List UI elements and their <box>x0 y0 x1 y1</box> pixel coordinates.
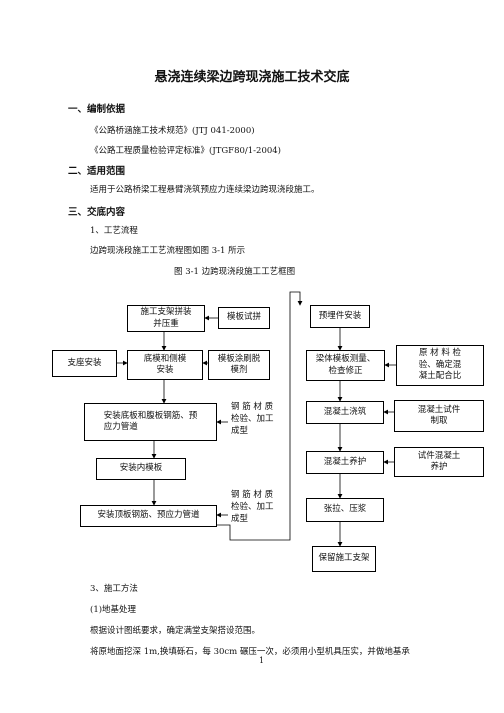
scope-text: 适用于公路桥梁工程悬臂浇筑预应力连续梁边跨现浇段施工。 <box>90 185 320 195</box>
box-formwork-trial: 模板试拼 <box>218 307 270 329</box>
sub-foundation-treatment: (1)地基处理 <box>90 605 137 615</box>
subsection-process-flow: 1、工艺流程 <box>90 226 138 236</box>
box-embedded-parts: 预埋件安装 <box>310 305 370 328</box>
section-3-heading: 三、交底内容 <box>68 207 126 218</box>
text-rebar-inspection-2: 钢 筋 材 质检验、加工成型 <box>231 490 274 524</box>
text-rebar-inspection-1: 钢 筋 材 质检验、加工成型 <box>231 402 274 436</box>
box-release-agent: 模板涂刷脱模剂 <box>208 350 270 380</box>
box-top-slab-rebar: 安装顶板钢筋、预应力管道 <box>80 505 217 527</box>
box-retain-support: 保留施工支架 <box>312 546 376 572</box>
reference-2: 《公路工程质量检验评定标准》(JTGF80/1-2004) <box>90 146 281 156</box>
reference-1: 《公路桥涵施工技术规范》(JTJ 041-2000) <box>90 126 255 136</box>
box-formwork-survey: 梁体模板测量、检查修正 <box>306 350 385 381</box>
box-concrete-specimen: 混凝土试件制取 <box>394 400 484 432</box>
box-material-inspection: 原 材 料 检验、确定混凝土配合比 <box>396 345 484 386</box>
box-bottom-side-formwork: 底模和侧模安装 <box>127 350 203 380</box>
box-specimen-curing: 试件混凝土养护 <box>394 447 484 477</box>
box-bearing-install: 支座安装 <box>52 350 117 377</box>
section-2-heading: 二、适用范围 <box>68 166 126 177</box>
section-1-heading: 一、编制依据 <box>68 104 126 115</box>
figure-caption: 图 3-1 边跨现浇段施工工艺框图 <box>174 267 296 277</box>
box-bottom-web-rebar: 安装底板和腹板钢筋、预应力管道 <box>84 403 217 441</box>
box-concrete-pour: 混凝土浇筑 <box>306 401 384 424</box>
flow-intro-text: 边跨现浇段施工工艺流程图如图 3-1 所示 <box>90 246 246 256</box>
box-tension-grouting: 张拉、压浆 <box>306 498 384 522</box>
box-concrete-curing: 混凝土养护 <box>306 451 384 474</box>
box-inner-formwork: 安装内模板 <box>96 458 186 480</box>
box-support-assembly: 施工支架拼装并压重 <box>127 305 205 332</box>
foundation-text-1: 根据设计图纸要求，确定满堂支架搭设范围。 <box>90 626 261 636</box>
foundation-text-2: 将原地面挖深 1m,换填砾石，每 30cm 碾压一次，必须用小型机具压实，并做地… <box>90 647 410 657</box>
document-title: 悬浇连续梁边跨现浇施工技术交底 <box>154 70 350 85</box>
subsection-construction-method: 3、施工方法 <box>90 584 138 594</box>
page-number: 1 <box>259 656 265 665</box>
